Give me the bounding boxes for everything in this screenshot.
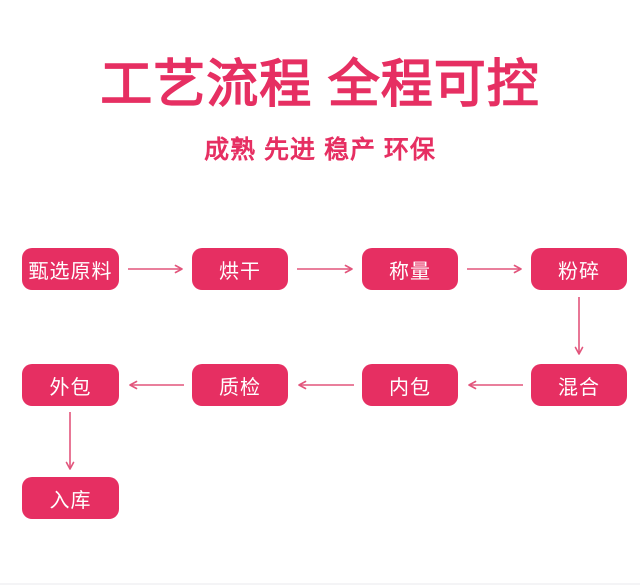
flow-node-mixing: 混合 (531, 364, 627, 406)
page-subtitle: 成熟 先进 稳产 环保 (204, 136, 436, 164)
page-title: 工艺流程 全程可控 (100, 56, 540, 114)
flow-node-weighing: 称量 (362, 248, 458, 290)
flow-node-outer-packing: 外包 (22, 364, 119, 406)
flow-node-crushing: 粉碎 (531, 248, 627, 290)
flow-node-quality-inspection: 质检 (192, 364, 288, 406)
flow-node-warehousing: 入库 (22, 477, 119, 519)
flow-node-drying: 烘干 (192, 248, 288, 290)
flow-node-select-materials: 甄选原料 (22, 248, 119, 290)
flow-node-inner-packing: 内包 (362, 364, 458, 406)
